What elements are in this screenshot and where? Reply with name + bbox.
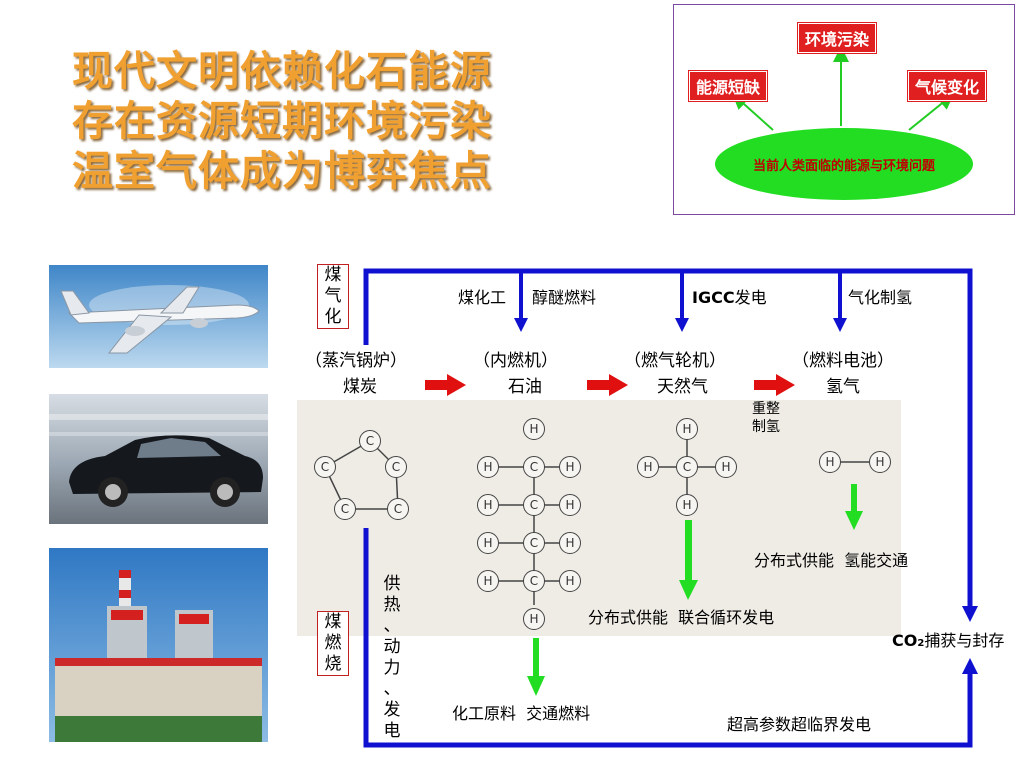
heat-power-char: 电 — [383, 721, 401, 741]
atom-hydrogen: H — [477, 456, 499, 478]
atom-carbon: C — [359, 430, 381, 452]
atom-carbon: C — [523, 532, 545, 554]
heat-power-char: 动 — [383, 637, 401, 657]
supercritical-label: 超高参数超临界发电 — [727, 715, 872, 734]
problems-center-ellipse: 当前人类面临的能源与环境问题 — [715, 128, 973, 200]
atom-carbon: C — [676, 456, 698, 478]
output-gas: 分布式供能 联合循环发电 — [588, 608, 775, 627]
label-energy-shortage: 能源短缺 — [689, 71, 768, 101]
atom-hydrogen: H — [559, 456, 581, 478]
heat-power-char: 发 — [383, 700, 401, 720]
title-line-1: 现代文明依赖化石能源 — [72, 47, 492, 95]
stage-boiler-fuel: 煤炭 — [343, 377, 377, 397]
reform-line: 重整 — [752, 401, 780, 417]
title-line-2: 存在资源短期环境污染 — [72, 97, 492, 145]
coal-combustion-char: 煤 — [324, 612, 342, 632]
atom-carbon: C — [523, 456, 545, 478]
stage-fuelcell-device: （燃料电池） — [792, 351, 894, 371]
heat-power-char: 力 — [383, 658, 401, 678]
atom-hydrogen: H — [869, 451, 891, 473]
atom-hydrogen: H — [477, 494, 499, 516]
atom-carbon: C — [523, 570, 545, 592]
atom-carbon: C — [523, 494, 545, 516]
heat-power-char: 、 — [383, 679, 401, 699]
atom-hydrogen: H — [676, 494, 698, 516]
reform-line: 制氢 — [752, 419, 780, 435]
coal-combustion-char: 烧 — [324, 654, 342, 674]
coal-gasification-label: 煤 气 化 — [317, 264, 349, 329]
co2-capture-label: CO2捕获与封存 — [892, 627, 1004, 651]
heat-power-label: 供 热 、 动 力 、 发 电 — [382, 574, 402, 742]
coal-gasification-char: 气 — [324, 286, 342, 306]
co2-rest: 捕获与封存 — [924, 631, 1005, 650]
heat-power-char: 供 — [383, 574, 401, 594]
airplane-image — [49, 265, 268, 368]
heat-power-char: 、 — [383, 616, 401, 636]
atom-hydrogen: H — [477, 570, 499, 592]
co2-subscript: 2 — [917, 638, 925, 649]
coal-combustion-char: 燃 — [324, 633, 342, 653]
atom-carbon: C — [387, 498, 409, 520]
atom-carbon: C — [385, 456, 407, 478]
coal-gasification-char: 煤 — [324, 265, 342, 285]
heat-power-char: 热 — [383, 595, 401, 615]
use-ether-fuel: 醇醚燃料 — [532, 288, 597, 307]
use-igcc: IGCC发电 — [692, 284, 767, 308]
output-oil: 化工原料 交通燃料 — [452, 704, 591, 723]
output-hydrogen: 分布式供能 氢能交通 — [754, 551, 909, 570]
atom-hydrogen: H — [715, 456, 737, 478]
coal-gasification-char: 化 — [324, 307, 342, 327]
use-gasify-hydrogen: 气化制氢 — [848, 288, 913, 307]
stage-fuelcell-fuel: 氢气 — [826, 377, 860, 397]
car-image — [49, 394, 268, 524]
power-plant-image — [49, 548, 268, 742]
atom-carbon: C — [334, 498, 356, 520]
atom-carbon: C — [314, 456, 336, 478]
atom-hydrogen: H — [819, 451, 841, 473]
atom-hydrogen: H — [523, 608, 545, 630]
atom-hydrogen: H — [477, 532, 499, 554]
problems-center-label: 当前人类面临的能源与环境问题 — [752, 158, 935, 174]
atom-hydrogen: H — [559, 570, 581, 592]
stage-engine-fuel: 石油 — [508, 377, 542, 397]
title-line-3: 温室气体成为博弈焦点 — [72, 147, 492, 195]
stage-turbine-device: （燃气轮机） — [624, 351, 726, 371]
atom-hydrogen: H — [523, 418, 545, 440]
stage-boiler-device: （蒸汽锅炉） — [305, 351, 407, 371]
atom-hydrogen: H — [559, 494, 581, 516]
co2-text: CO — [892, 631, 918, 650]
label-climate-change: 气候变化 — [908, 71, 987, 101]
label-pollution: 环境污染 — [798, 23, 877, 53]
stage-turbine-fuel: 天然气 — [657, 377, 708, 397]
igcc-bold: IGCC — [692, 288, 735, 307]
coal-combustion-label: 煤 燃 烧 — [317, 611, 349, 676]
atom-hydrogen: H — [637, 456, 659, 478]
igcc-rest: 发电 — [734, 288, 767, 307]
stage-engine-device: （内燃机） — [473, 351, 558, 371]
problems-arrows — [732, 46, 955, 131]
use-coal-chem: 煤化工 — [458, 288, 507, 307]
atom-hydrogen: H — [676, 418, 698, 440]
reform-hydrogen-label: 重整 制氢 — [752, 400, 780, 436]
atom-hydrogen: H — [559, 532, 581, 554]
